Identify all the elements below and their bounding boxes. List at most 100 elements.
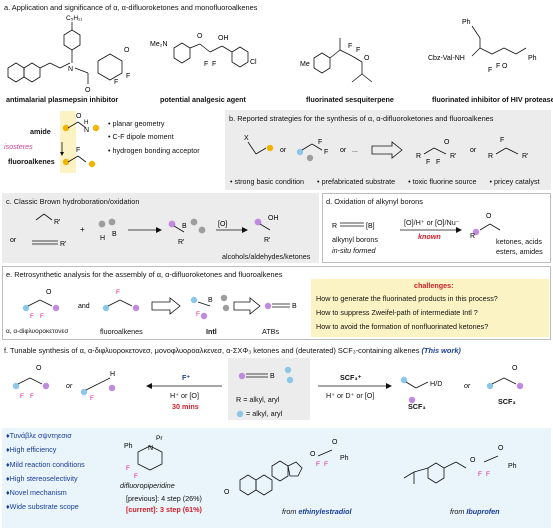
svg-text:F: F (356, 47, 360, 54)
svg-text:or: or (470, 147, 477, 154)
svg-text:R: R (416, 153, 421, 160)
svg-text:and: and (78, 303, 90, 310)
section-e-label-int: Intl (206, 327, 217, 336)
svg-text:F: F (436, 159, 440, 166)
section-d-products1: ketones, acids (496, 237, 542, 246)
scf3-ketone-label: SCF₃ (498, 397, 516, 406)
piperidine-structure: Pr N Ph F F (124, 435, 163, 480)
svg-text:O: O (36, 365, 42, 372)
svg-text:R': R' (60, 241, 66, 248)
svg-text:F: F (318, 139, 322, 146)
svg-text:Me₂N: Me₂N (150, 41, 168, 48)
svg-text:F: F (40, 313, 44, 320)
svg-text:F: F (500, 137, 504, 144)
svg-text:R: R (488, 153, 493, 160)
svg-text:Ph: Ph (528, 55, 537, 62)
svg-text:OH: OH (218, 35, 229, 42)
current-route: [current]: 3 step (61%) (126, 505, 202, 514)
svg-text:Ph: Ph (508, 463, 517, 470)
section-d-substrate1: alkynyl borons (332, 235, 378, 244)
section-e-label-mid: fluoroalkenes (100, 327, 143, 336)
svg-text:O: O (224, 489, 230, 496)
svg-text:F: F (20, 393, 24, 400)
feature-1: ♦Τυνάβλε σψντηεσισ (6, 431, 72, 440)
svg-text:R: R (470, 233, 475, 240)
bullet-planar: • planar geometry (108, 119, 165, 128)
svg-text:F: F (204, 61, 208, 68)
section-b-panel (225, 110, 551, 190)
challenges-title: challenges: (414, 281, 454, 290)
f-time: 30 mins (172, 402, 199, 411)
section-a-title: a. Application and significance of α, α-… (4, 3, 258, 12)
compound-label-2: potential analgesic agent (160, 95, 246, 104)
bullet-dipole: • C-F dipole moment (108, 132, 174, 142)
section-d-title: d. Oxidation of alkynyl borons (326, 197, 423, 206)
svg-text:F: F (126, 465, 130, 472)
section-c-scheme: R' or R' + H B B R' [O] OH R' (10, 213, 279, 248)
feature-5: ♦Novel mechanism (6, 488, 67, 498)
svg-text:O: O (76, 113, 82, 120)
note-toxic: • toxic fluorine source (408, 177, 477, 186)
svg-text:O: O (85, 87, 91, 94)
svg-text:or: or (66, 383, 73, 390)
section-d-panel (322, 193, 551, 263)
section-b-title: b. Reported strategies for the synthesis… (229, 114, 494, 123)
svg-text:F: F (76, 147, 80, 154)
sesquiterpene-structure: Me F F O (300, 38, 373, 83)
svg-text:F: F (30, 393, 34, 400)
svg-text:Me: Me (300, 61, 310, 68)
piperidine-name: difluoropiperidine (120, 481, 175, 490)
svg-text:F: F (116, 289, 120, 296)
svg-text:F: F (316, 461, 320, 468)
svg-text:O: O (310, 451, 316, 458)
svg-text:N: N (84, 127, 89, 134)
ibuprofen-source: from Ibuprofen (450, 507, 500, 516)
compound-label-4: fluorinated inhibitor of HIV protease (432, 95, 553, 104)
scf3-conditions: H⁺ or D⁺ or [O] (326, 391, 375, 400)
section-d-products2: esters, amides (496, 247, 543, 256)
svg-text:O: O (470, 457, 476, 464)
svg-text:B: B (182, 223, 187, 230)
svg-text:F: F (486, 471, 490, 478)
section-e-title: e. Retrosynthetic analysis for the assem… (6, 270, 283, 279)
amide-label: amide (30, 127, 51, 136)
svg-text:O: O (124, 47, 130, 54)
section-d-substrate2: in-situ formed (332, 246, 376, 255)
ibuprofen-derivative-structure: O F F O Ph (403, 445, 517, 484)
scf3-alkene-label: SCF₃ (408, 402, 426, 411)
svg-text:or: or (280, 147, 287, 154)
section-b-schemes: X or F F or ... R F F O R' or R F R' (244, 135, 528, 166)
compound-label-1: antimalarial plasmepsin inhibitor (6, 95, 119, 104)
svg-text:+: + (80, 225, 85, 234)
section-e-label-atb: ATBs (262, 327, 280, 336)
hiv-inhibitor-structure: Ph Cbz-Val-NH F F O Ph (428, 19, 537, 74)
svg-text:O: O (197, 33, 203, 40)
feature-bullets: ♦Τυνάβλε σψντηεσισ ♦High efficiency ♦Mil… (6, 431, 85, 512)
svg-text:R': R' (450, 153, 456, 160)
svg-text:F: F (488, 67, 492, 74)
previous-route: [previous]: 4 step (26%) (126, 494, 202, 503)
svg-text:F: F (90, 395, 94, 402)
svg-text:Ph: Ph (124, 443, 133, 450)
estradiol-derivative-structure: O O F F O Ph (224, 439, 349, 496)
svg-text:F: F (30, 313, 34, 320)
svg-text:O: O (444, 139, 450, 146)
svg-text:O: O (332, 439, 338, 446)
feature-3: ♦Mild reaction conditions (6, 459, 85, 469)
svg-text:Ph: Ph (462, 19, 471, 26)
scf3-reagent: SCF₃⁺ (340, 373, 362, 382)
f-reagent: F⁺ (182, 373, 191, 382)
section-f-scheme: F F O or F H B O or (12, 358, 524, 420)
note-prefab: • prefabricated substrate (317, 177, 396, 186)
dot-definition: = alkyl, aryl (246, 409, 283, 418)
section-c-products: alcohols/aldehydes/ketones (222, 252, 311, 261)
svg-text:O: O (46, 289, 52, 296)
svg-text:R': R' (178, 239, 184, 246)
analgesic-agent-structure: Me₂N O F F OH Cl (150, 33, 257, 68)
svg-text:F: F (496, 63, 500, 70)
section-b-notes: • strong basic condition • prefabricated… (230, 177, 540, 186)
svg-text:B: B (112, 231, 117, 238)
svg-text:OH: OH (268, 215, 279, 222)
section-d-scheme: R [B] O R (332, 213, 501, 240)
svg-text:Ph: Ph (340, 455, 349, 462)
